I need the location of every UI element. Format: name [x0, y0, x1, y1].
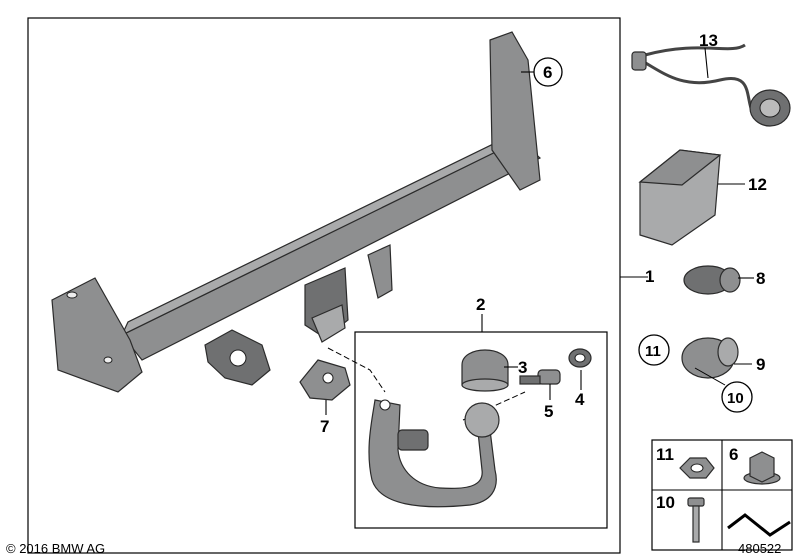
legend-label-6: 6: [729, 445, 738, 464]
label-part-6: 6: [543, 63, 552, 82]
diagram-number: 480522: [738, 541, 782, 556]
label-part-7: 7: [320, 417, 329, 436]
label-part-2: 2: [476, 295, 485, 314]
label-part-13: 13: [699, 31, 718, 50]
label-part-12: 12: [748, 175, 767, 194]
cable-harness-part-13: [631, 43, 791, 127]
label-part-9: 9: [756, 355, 765, 374]
legend-label-11: 11: [656, 445, 674, 464]
callout-circle-6: [533, 57, 563, 87]
label-part-3: 3: [518, 358, 527, 377]
label-part-8: 8: [756, 269, 765, 288]
cap-part-3: [461, 349, 509, 392]
tow-ball-assembly: [368, 399, 500, 508]
label-part-4: 4: [575, 390, 585, 409]
label-part-11: 11: [645, 343, 661, 360]
bracket-part-7: [299, 359, 351, 401]
socket-part-9: [681, 337, 739, 386]
legend-grid: [651, 439, 793, 551]
washer-part-4: [568, 348, 592, 368]
label-part-1: 1: [645, 267, 654, 286]
legend-nut-icon: [679, 457, 715, 479]
tow-bar-crossbeam: [51, 31, 542, 393]
main-frame: [27, 17, 621, 554]
legend-arrow-icon: [727, 513, 791, 537]
subassembly-frame: [354, 331, 608, 529]
control-unit-part-12: [638, 149, 722, 246]
legend-label-10: 10: [656, 493, 675, 512]
callout-circle-10: [721, 381, 753, 413]
legend-flange-nut-icon: [743, 451, 781, 485]
label-part-10: 10: [727, 390, 744, 407]
copyright-text: © 2016 BMW AG: [6, 541, 106, 556]
socket-part-8: [683, 265, 741, 295]
label-part-5: 5: [544, 402, 553, 421]
legend-bolt-icon: [687, 497, 705, 543]
callout-circle-11: [638, 334, 670, 366]
lock-part-5: [519, 369, 561, 385]
